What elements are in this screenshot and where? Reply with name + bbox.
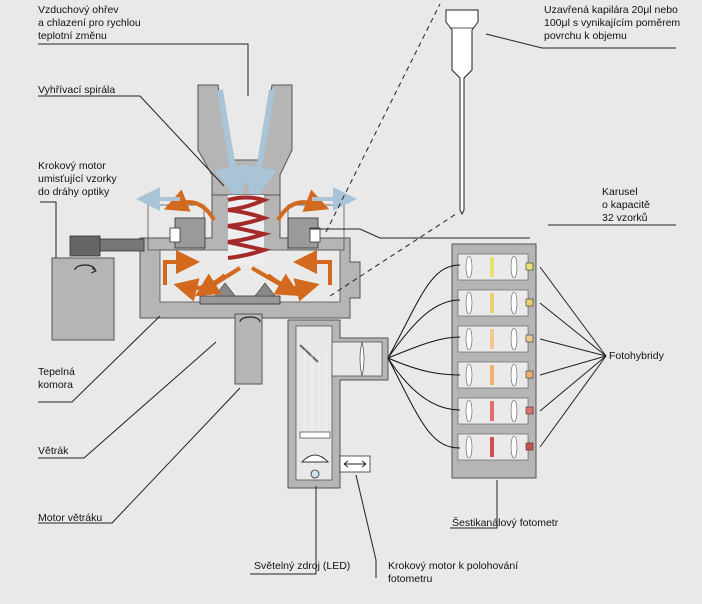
fan-motor: [234, 313, 263, 385]
sample-stepper-motor: [51, 235, 145, 341]
label-spiral: Vyhřívací spirála: [38, 84, 116, 96]
photometer-filters: [490, 257, 494, 457]
heating-spiral: [227, 195, 272, 265]
photohybrid-leaders: [539, 266, 607, 448]
optical-housing: [287, 319, 389, 489]
photohybrid-detectors: [525, 262, 534, 451]
six-channel-photometer: [451, 243, 537, 479]
label-air: Vzduchový ohřev a chlazení pro rychlou t…: [38, 4, 141, 42]
label-chamber: Tepelná komora: [38, 366, 75, 391]
label-photohybrids: Fotohybridy: [609, 350, 664, 362]
label-fan: Větrák: [38, 445, 69, 457]
air-inlet-funnel: [197, 84, 293, 203]
capillary-detail: [445, 9, 479, 216]
label-carousel: Karusel o kapacitě 32 vzorků: [602, 186, 650, 224]
label-led: Světelný zdroj (LED): [254, 560, 351, 572]
label-photometer: Šestikanálový fotometr: [452, 517, 559, 529]
fiber-optic-bundle: [387, 264, 461, 449]
label-stepper-photometer: Krokový motor k polohování fotometru: [388, 560, 519, 585]
heat-flow-arrows: [163, 189, 332, 302]
label-stepper-sample: Krokový motor umisťující vzorky do dráhy…: [38, 160, 117, 198]
leader-lines: [38, 33, 676, 578]
label-capillary: Uzavřená kapilára 20μl nebo 100μl s vyni…: [544, 4, 681, 42]
label-fan-motor: Motor větráku: [38, 512, 103, 524]
magnification-lines: [325, 3, 457, 297]
